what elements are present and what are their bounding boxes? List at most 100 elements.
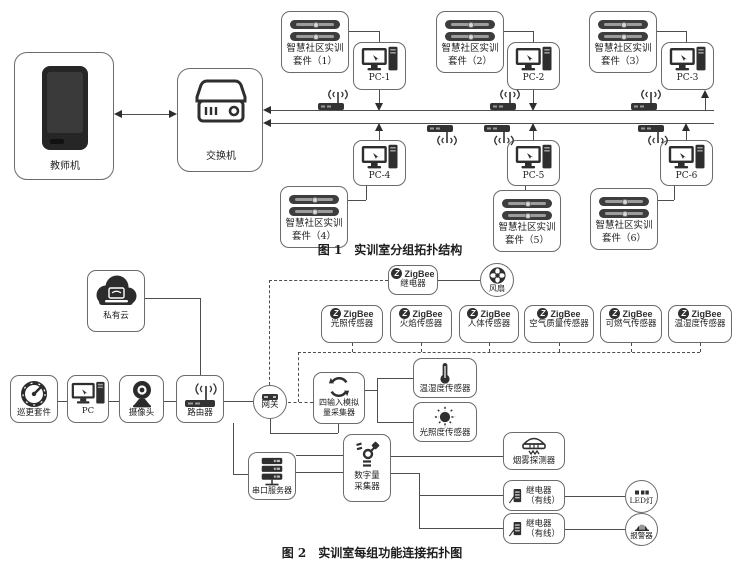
wireless-ap-icon <box>427 125 457 146</box>
kit-pc-link <box>349 31 379 33</box>
gateway-analog-wired-link <box>270 419 272 433</box>
smoke-detector-label: 烟雾探测器 <box>512 456 556 466</box>
wired-relay-label: （有线） <box>525 528 560 539</box>
pc-label: PC-4 <box>368 171 391 181</box>
zigbee-z-icon: Z <box>467 308 479 319</box>
arrowhead-down <box>375 103 383 111</box>
digital-relay-link <box>419 473 421 529</box>
sensor-label: 火焰传感器 <box>399 319 443 329</box>
cloud-router-link <box>200 298 202 375</box>
router-serial-link <box>233 474 248 476</box>
analog-branch-link <box>365 390 377 392</box>
kit-label: 套件（6） <box>601 232 647 244</box>
kit-label: 套件（3） <box>600 55 646 67</box>
zigbee-z-icon: Z <box>399 308 411 319</box>
gateway-analog-wireless-link <box>288 402 313 403</box>
patrol-label: 巡更套件 <box>16 408 51 418</box>
sensor-bus <box>298 352 700 353</box>
desktop-pc-icon <box>361 144 398 169</box>
rack-server-icon <box>289 206 339 216</box>
desktop-pc-icon <box>668 144 705 169</box>
sensor-bus-stub <box>489 343 490 352</box>
device-link <box>164 401 176 403</box>
zigbee-z-icon: Z <box>678 308 690 319</box>
rack-server-icon <box>599 208 649 218</box>
desktop-pc-icon <box>669 46 706 71</box>
teacher-switch-link <box>120 114 172 116</box>
kit-box-3: 智慧社区实训 套件（3） <box>589 11 657 73</box>
kit-label: 智慧社区实训 <box>286 43 344 54</box>
arrowhead-left <box>114 110 122 118</box>
sensor-label: 光照传感器 <box>330 319 374 329</box>
arrowhead-up <box>529 123 537 131</box>
wireless-ap-icon <box>490 89 520 110</box>
arrowhead-down <box>529 103 537 111</box>
relay-icon <box>508 488 522 503</box>
pc3-bus-arrow <box>705 97 707 110</box>
analog-light-link <box>377 422 413 424</box>
alarm-label: 报警器 <box>630 530 653 540</box>
pc4-bus-arrow <box>379 130 381 140</box>
kit-label: 智慧社区实训 <box>441 43 499 54</box>
kit-box-1: 智慧社区实训 套件（1） <box>281 11 349 73</box>
pc-box-2: PC-2 <box>507 42 560 90</box>
gateway-analog-wired-link <box>270 433 338 435</box>
sensor-bus-stub <box>559 343 560 352</box>
serial-server-box: 串口服务器 <box>248 452 296 500</box>
digital-relay-link <box>391 473 419 475</box>
led-light-node: LED灯 <box>625 480 658 513</box>
thermometer-icon <box>440 363 450 384</box>
rack-server-icon <box>290 31 340 41</box>
pc-label: PC-2 <box>522 73 545 83</box>
arrowhead-up <box>682 123 690 131</box>
sun-icon <box>434 406 456 428</box>
zigbee-z-icon: Z <box>330 308 342 319</box>
led-icon <box>634 490 649 494</box>
rack-server-icon <box>290 19 340 29</box>
pc6-bus-arrow <box>686 130 688 140</box>
kit-box-6: 智慧社区实训 套件（6） <box>590 188 658 250</box>
device-link <box>109 401 119 403</box>
alarm-node: 报警器 <box>625 513 658 546</box>
switch-label: 交换机 <box>206 151 236 162</box>
wireless-ap-icon <box>484 125 514 146</box>
wired-relay-box-2: 继电器 （有线） <box>503 513 565 544</box>
serial-server-icon <box>261 457 283 486</box>
teacher-machine-box: 教师机 <box>14 52 114 180</box>
pc-box-4: PC-4 <box>353 140 406 186</box>
wired-relay-label: （有线） <box>525 495 560 506</box>
pc1-bus-arrow <box>379 90 381 104</box>
relay-alarm-link <box>565 529 625 531</box>
relay-led-link <box>565 496 625 498</box>
kit-label: 套件（2） <box>447 55 493 67</box>
led-label: LED灯 <box>629 495 654 505</box>
figure1-caption: 图 1 实训室分组拓扑结构 <box>317 243 463 257</box>
desktop-pc-icon <box>515 46 552 71</box>
teacher-label: 教师机 <box>50 161 80 172</box>
sensor-bus-stub <box>700 343 701 352</box>
analog-collector-icon <box>328 376 350 398</box>
kit-pc-link <box>348 200 366 202</box>
sensor-label: 人体传感器 <box>467 319 511 329</box>
wired-relay-box-1: 继电器 （有线） <box>503 480 565 511</box>
pc5-bus-arrow <box>533 130 535 140</box>
smoke-detector-box: 烟雾探测器 <box>503 432 565 470</box>
wireless-ap-icon <box>631 89 661 110</box>
rack-server-icon <box>445 19 495 29</box>
rack-server-icon <box>502 210 552 220</box>
switch-box: 交换机 <box>177 68 263 172</box>
router-label: 路由器 <box>187 408 213 418</box>
digital-collector-label: 采集器 <box>354 481 380 492</box>
kit-pc-link <box>525 186 527 190</box>
router-gateway-link <box>224 401 253 403</box>
analog-collector-label: 量采集器 <box>323 407 355 417</box>
cloud-icon <box>96 275 137 305</box>
